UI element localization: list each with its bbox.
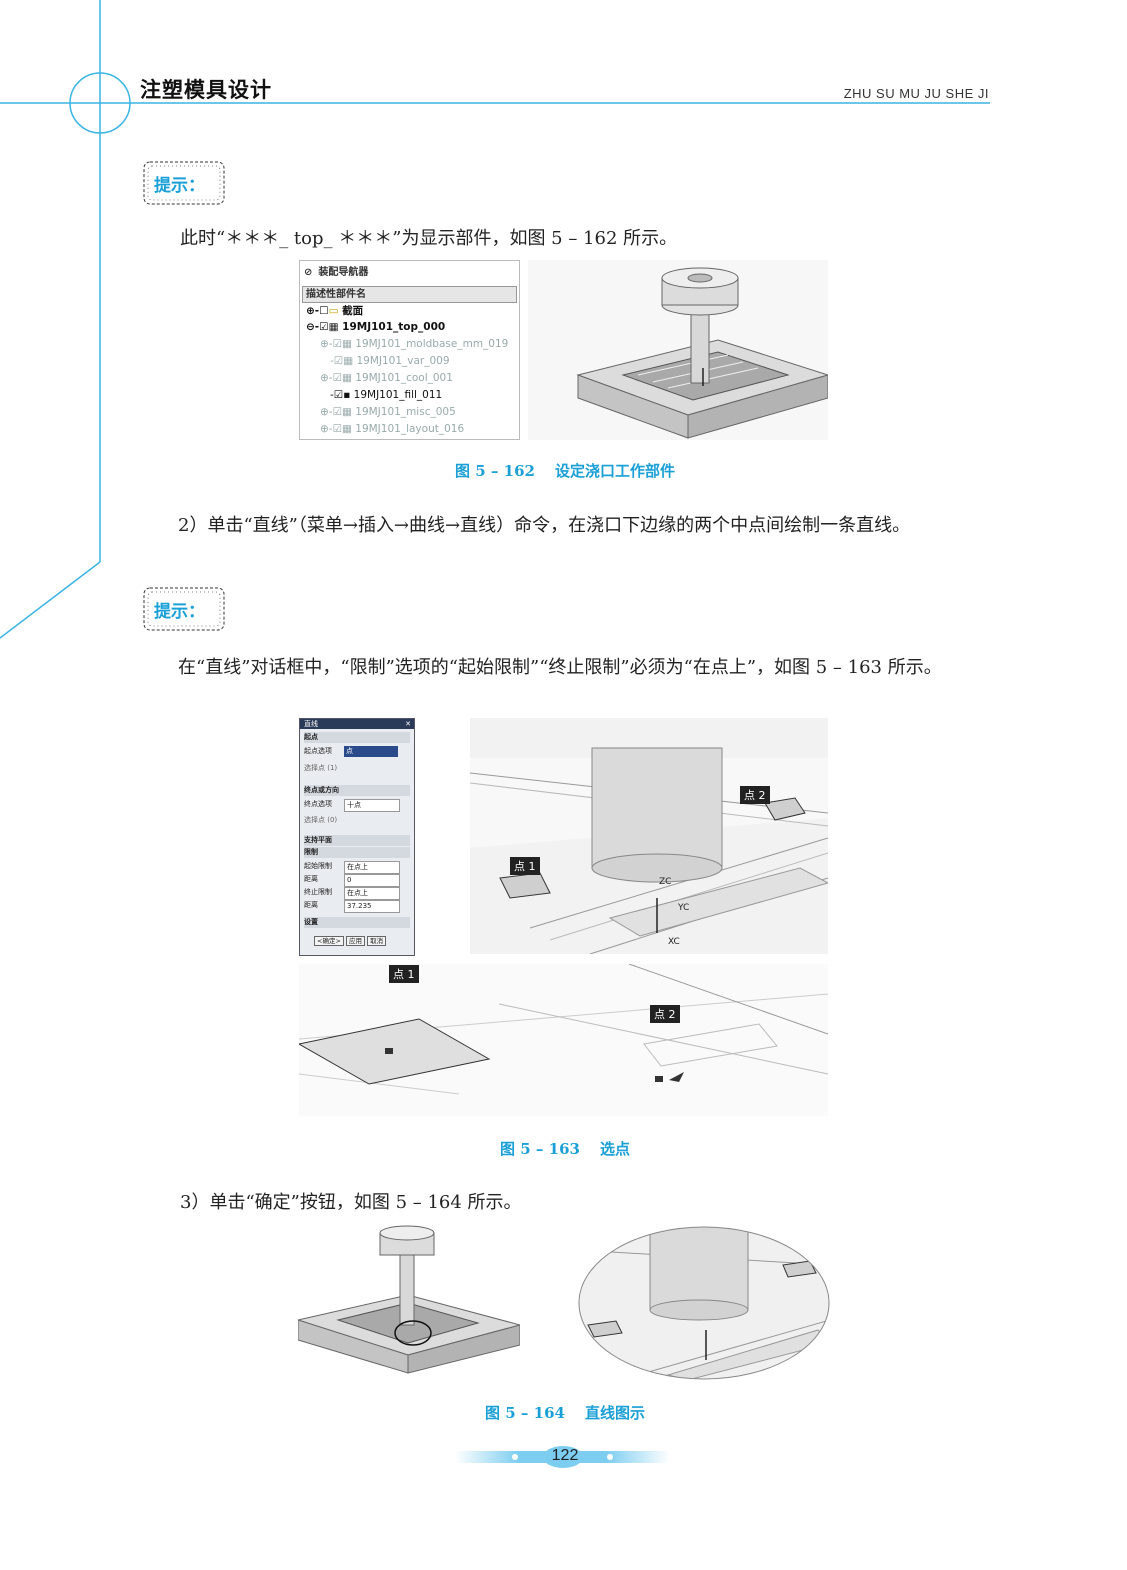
tip-label: 提示： bbox=[154, 176, 205, 196]
assembly-navigator-panel: ⊘装配导航器 描述性部件名 ⊕-☐▭ 截面 ⊖-☑▦ 19MJ101_top_0… bbox=[299, 260, 520, 440]
book-title-pinyin: ZHU SU MU JU SHE JI bbox=[843, 86, 989, 101]
end-option-label: 终点选项 十点 bbox=[304, 799, 410, 812]
margin-decoration bbox=[0, 0, 990, 639]
section-start[interactable]: 起点 bbox=[304, 732, 410, 743]
folder-icon: ▭ bbox=[328, 305, 339, 317]
step3-text: 3）单击“确定”按钮，如图 5 – 164 所示。 bbox=[180, 1192, 522, 1213]
dialog-titlebar: 直线 ✕ bbox=[300, 719, 414, 729]
tip1-text: 此时“＊＊＊_ top_ ＊＊＊”为显示部件，如图 5 – 162 所示。 bbox=[180, 228, 678, 249]
point1-tag-top: 点 1 bbox=[510, 857, 540, 875]
page-number-ribbon bbox=[455, 1446, 670, 1468]
book-title: 注塑模具设计 bbox=[140, 78, 272, 102]
start-option-label: 起点选项 点 bbox=[304, 746, 410, 757]
tip-frame-icon bbox=[143, 587, 225, 631]
start-distance-input[interactable]: 0 bbox=[344, 874, 400, 887]
end-distance-input[interactable]: 37.235 bbox=[344, 900, 400, 913]
assembly-icon: ▦ bbox=[328, 321, 339, 333]
line-result-mold-view bbox=[298, 1225, 520, 1375]
nav-row-section[interactable]: ⊕-☐▭ 截面 bbox=[306, 305, 364, 317]
navigator-title: ⊘装配导航器 bbox=[304, 267, 369, 278]
select-point-1[interactable]: 选择点 (1) bbox=[304, 764, 338, 772]
end-distance-label: 距离 37.235 bbox=[304, 900, 410, 913]
pin-icon: ⊘ bbox=[304, 267, 313, 278]
axis-yc-label: YC bbox=[678, 903, 690, 913]
ok-button[interactable]: <确定> bbox=[314, 936, 344, 946]
nav-row-top[interactable]: ⊖-☑▦ 19MJ101_top_000 bbox=[306, 321, 446, 333]
close-icon[interactable]: ✕ bbox=[405, 720, 411, 728]
start-limit-select[interactable]: 在点上 bbox=[344, 861, 400, 874]
point2-tag-top: 点 2 bbox=[740, 786, 770, 804]
nav-row-layout[interactable]: ⊕-☑▦ 19MJ101_layout_016 bbox=[320, 423, 465, 435]
dialog-buttons: <确定> 应用 取消 bbox=[314, 935, 387, 946]
point-selection-view bbox=[470, 718, 828, 954]
select-point-2[interactable]: 选择点 (0) bbox=[304, 816, 338, 824]
section-end[interactable]: 终点或方向 bbox=[304, 785, 410, 796]
nav-row-fill[interactable]: -☑▪ 19MJ101_fill_011 bbox=[330, 389, 443, 401]
apply-button[interactable]: 应用 bbox=[345, 936, 365, 946]
axis-xc-label: XC bbox=[668, 937, 680, 947]
cancel-button[interactable]: 取消 bbox=[367, 936, 387, 946]
section-limits[interactable]: 限制 bbox=[304, 847, 410, 858]
page-number: 122 bbox=[551, 1447, 579, 1464]
tip-frame-icon bbox=[143, 161, 225, 205]
axis-zc-label: ZC bbox=[659, 877, 672, 887]
mold-3d-view bbox=[528, 260, 828, 440]
nav-row-cool[interactable]: ⊕-☑▦ 19MJ101_cool_001 bbox=[320, 372, 453, 384]
start-distance-label: 距离 0 bbox=[304, 874, 410, 887]
tip-label: 提示： bbox=[154, 602, 205, 622]
line-dialog: 直线 ✕ 起点 起点选项 点 选择点 (1) 终点或方向 终点选项 十点 选择点… bbox=[299, 718, 415, 956]
nav-row-moldbase[interactable]: ⊕-☑▦ 19MJ101_moldbase_mm_019 bbox=[320, 338, 509, 350]
navigator-column-header: 描述性部件名 bbox=[302, 286, 517, 303]
step2-text: 2）单击“直线”（菜单→插入→曲线→直线）命令，在浇口下边缘的两个中点间绘制一条… bbox=[178, 515, 911, 536]
start-option-select[interactable]: 点 bbox=[344, 746, 398, 757]
line-result-zoom-view bbox=[578, 1226, 830, 1380]
tip-badge: 提示： bbox=[140, 584, 228, 634]
tip2-text: 在“直线”对话框中，“限制”选项的“起始限制”“终止限制”必须为“在点上”，如图… bbox=[178, 657, 942, 678]
section-settings[interactable]: 设置 bbox=[304, 917, 410, 928]
point-detail-view bbox=[299, 964, 828, 1116]
end-limit-label: 终止限制 在点上 bbox=[304, 887, 410, 900]
section-support-plane[interactable]: 支持平面 bbox=[304, 835, 410, 846]
dialog-title: 直线 bbox=[304, 720, 318, 728]
nav-row-misc[interactable]: ⊕-☑▦ 19MJ101_misc_005 bbox=[320, 406, 456, 418]
nav-row-var[interactable]: -☑▦ 19MJ101_var_009 bbox=[330, 355, 450, 367]
point2-tag-bottom: 点 2 bbox=[650, 1005, 680, 1023]
start-limit-label: 起始限制 在点上 bbox=[304, 861, 410, 874]
end-option-select[interactable]: 十点 bbox=[344, 799, 400, 812]
point1-tag-bottom: 点 1 bbox=[389, 965, 419, 983]
end-limit-select[interactable]: 在点上 bbox=[344, 887, 400, 900]
tip-badge: 提示： bbox=[140, 158, 228, 208]
